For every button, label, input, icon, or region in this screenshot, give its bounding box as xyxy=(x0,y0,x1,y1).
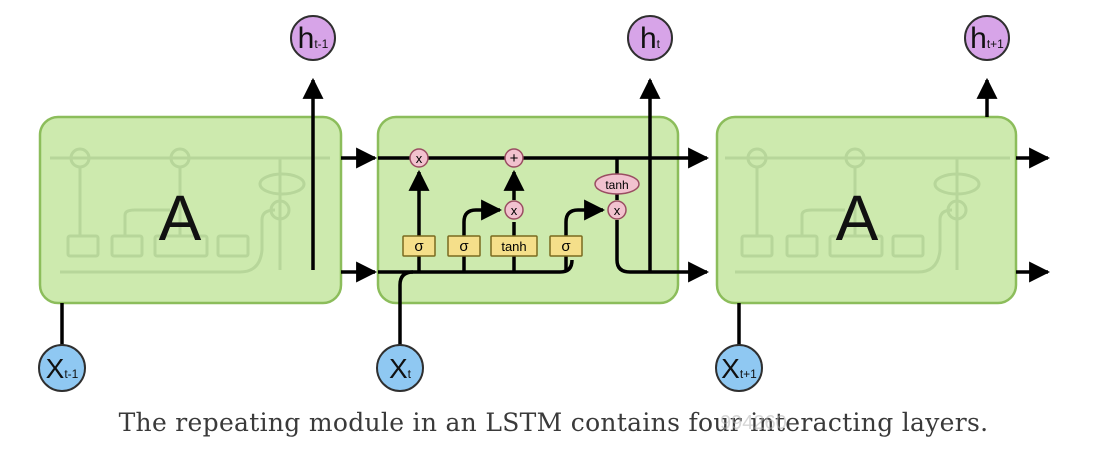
layer-candidate-label: tanh xyxy=(501,239,526,254)
input-nodes: Xt-1 Xt Xt+1 xyxy=(38,344,763,392)
op-forget-multiply-label: x xyxy=(416,151,423,166)
output-nodes: ht-1 ht ht+1 xyxy=(290,15,1010,61)
x-left-sub: t-1 xyxy=(64,367,78,381)
op-cell-tanh: tanh xyxy=(594,173,640,195)
hidden-input-line xyxy=(378,259,574,274)
x-center-line xyxy=(398,270,414,345)
h-center-sub: t xyxy=(657,37,661,51)
h-right-sub: t+1 xyxy=(987,37,1004,51)
layer-input-label: σ xyxy=(459,238,469,255)
x-right-sub: t+1 xyxy=(740,367,757,381)
h-node-left: ht-1 xyxy=(290,15,336,61)
svg-text:Xt: Xt xyxy=(389,353,412,384)
module-left-faint-internals xyxy=(50,147,330,274)
connections xyxy=(60,77,1051,345)
layer-forget-label: σ xyxy=(414,238,424,255)
op-cell-tanh-label: tanh xyxy=(605,178,628,192)
module-right: A xyxy=(715,115,1018,305)
h-center-main: h xyxy=(640,22,657,55)
module-center-box xyxy=(376,115,680,305)
module-left-label: A xyxy=(159,182,202,254)
hidden-state-output-arrow xyxy=(615,220,710,283)
op-cell-add: + xyxy=(504,148,524,168)
svg-text:ht+1: ht+1 xyxy=(970,22,1004,55)
lstm-diagram: A A xyxy=(38,15,1051,392)
op-cell-add-label: + xyxy=(510,150,519,167)
input-gate-arrow xyxy=(462,199,503,236)
watermark: 994260 xyxy=(720,412,787,434)
layer-input-sigma: σ xyxy=(447,235,481,257)
x-node-left: Xt-1 xyxy=(38,344,86,392)
svg-text:Xt+1: Xt+1 xyxy=(721,353,757,384)
module-left: A xyxy=(38,115,343,305)
svg-text:ht-1: ht-1 xyxy=(298,22,329,55)
h-left-main: h xyxy=(298,22,315,55)
x-left-main: X xyxy=(46,353,65,384)
op-output-multiply: x xyxy=(607,200,627,220)
figure-caption: The repeating module in an LSTM contains… xyxy=(118,408,989,437)
module-center xyxy=(376,115,680,305)
layer-forget-sigma: σ xyxy=(402,235,436,257)
module-right-faint-internals xyxy=(725,147,1010,274)
h-right-main: h xyxy=(970,22,987,55)
layer-output-sigma: σ xyxy=(549,235,583,257)
layer-output-label: σ xyxy=(561,238,571,255)
layer-candidate-tanh: tanh xyxy=(490,235,538,257)
x-center-sub: t xyxy=(408,367,412,381)
module-right-label: A xyxy=(836,182,879,254)
h-left-sub: t-1 xyxy=(314,37,328,51)
nn-layers: σ σ tanh σ xyxy=(402,235,583,257)
x-center-main: X xyxy=(389,353,408,384)
x-node-center: Xt xyxy=(376,344,424,392)
op-output-multiply-label: x xyxy=(614,203,621,218)
svg-text:Xt-1: Xt-1 xyxy=(46,353,79,384)
op-input-multiply: x xyxy=(504,200,524,220)
output-gate-arrow xyxy=(564,199,606,236)
op-forget-multiply: x xyxy=(409,148,429,168)
x-node-right: Xt+1 xyxy=(715,344,763,392)
h-node-right: ht+1 xyxy=(964,15,1010,61)
h-node-center: ht xyxy=(627,15,673,61)
x-right-main: X xyxy=(721,353,740,384)
pointwise-ops: x + x x tanh xyxy=(409,148,640,220)
svg-text:ht: ht xyxy=(640,22,661,55)
op-input-multiply-label: x xyxy=(511,203,518,218)
